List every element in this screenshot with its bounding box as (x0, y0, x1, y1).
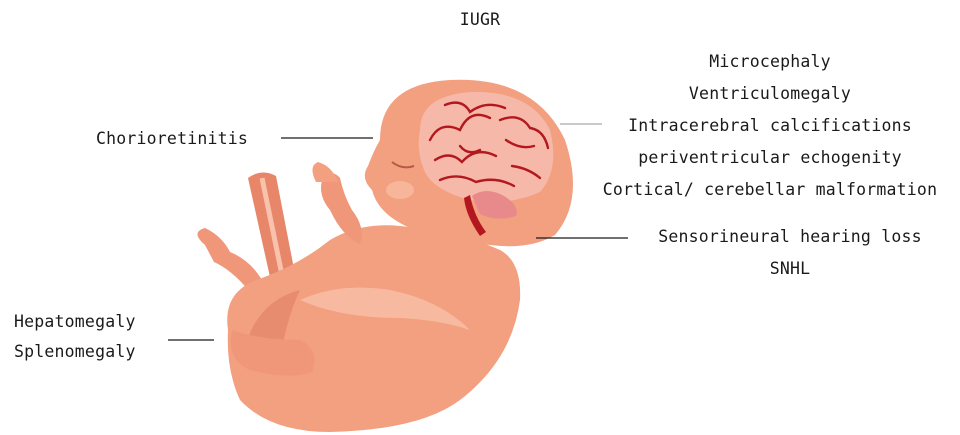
finding-malformation: Cortical/ cerebellar malformation (585, 180, 955, 200)
finding-microcephaly: Microcephaly (585, 52, 955, 72)
finding-splenomegaly: Splenomegaly (14, 342, 136, 362)
finding-echogenity: periventricular echogenity (585, 148, 955, 168)
abdominal-findings-list: Hepatomegaly Splenomegaly (14, 312, 136, 372)
finding-hearing-loss: Sensorineural hearing loss (640, 227, 940, 247)
ear-findings-list: Sensorineural hearing loss SNHL (640, 227, 940, 291)
finding-calcifications: Intracerebral calcifications (585, 116, 955, 136)
brain-findings-list: Microcephaly Ventriculomegaly Intracereb… (585, 52, 955, 212)
diagram-title: IUGR (0, 10, 960, 30)
finding-chorioretinitis: Chorioretinitis (96, 129, 248, 149)
finding-hepatomegaly: Hepatomegaly (14, 312, 136, 332)
finding-ventriculomegaly: Ventriculomegaly (585, 84, 955, 104)
cheek (386, 181, 414, 199)
arm (312, 162, 361, 244)
finding-snhl: SNHL (640, 259, 940, 279)
